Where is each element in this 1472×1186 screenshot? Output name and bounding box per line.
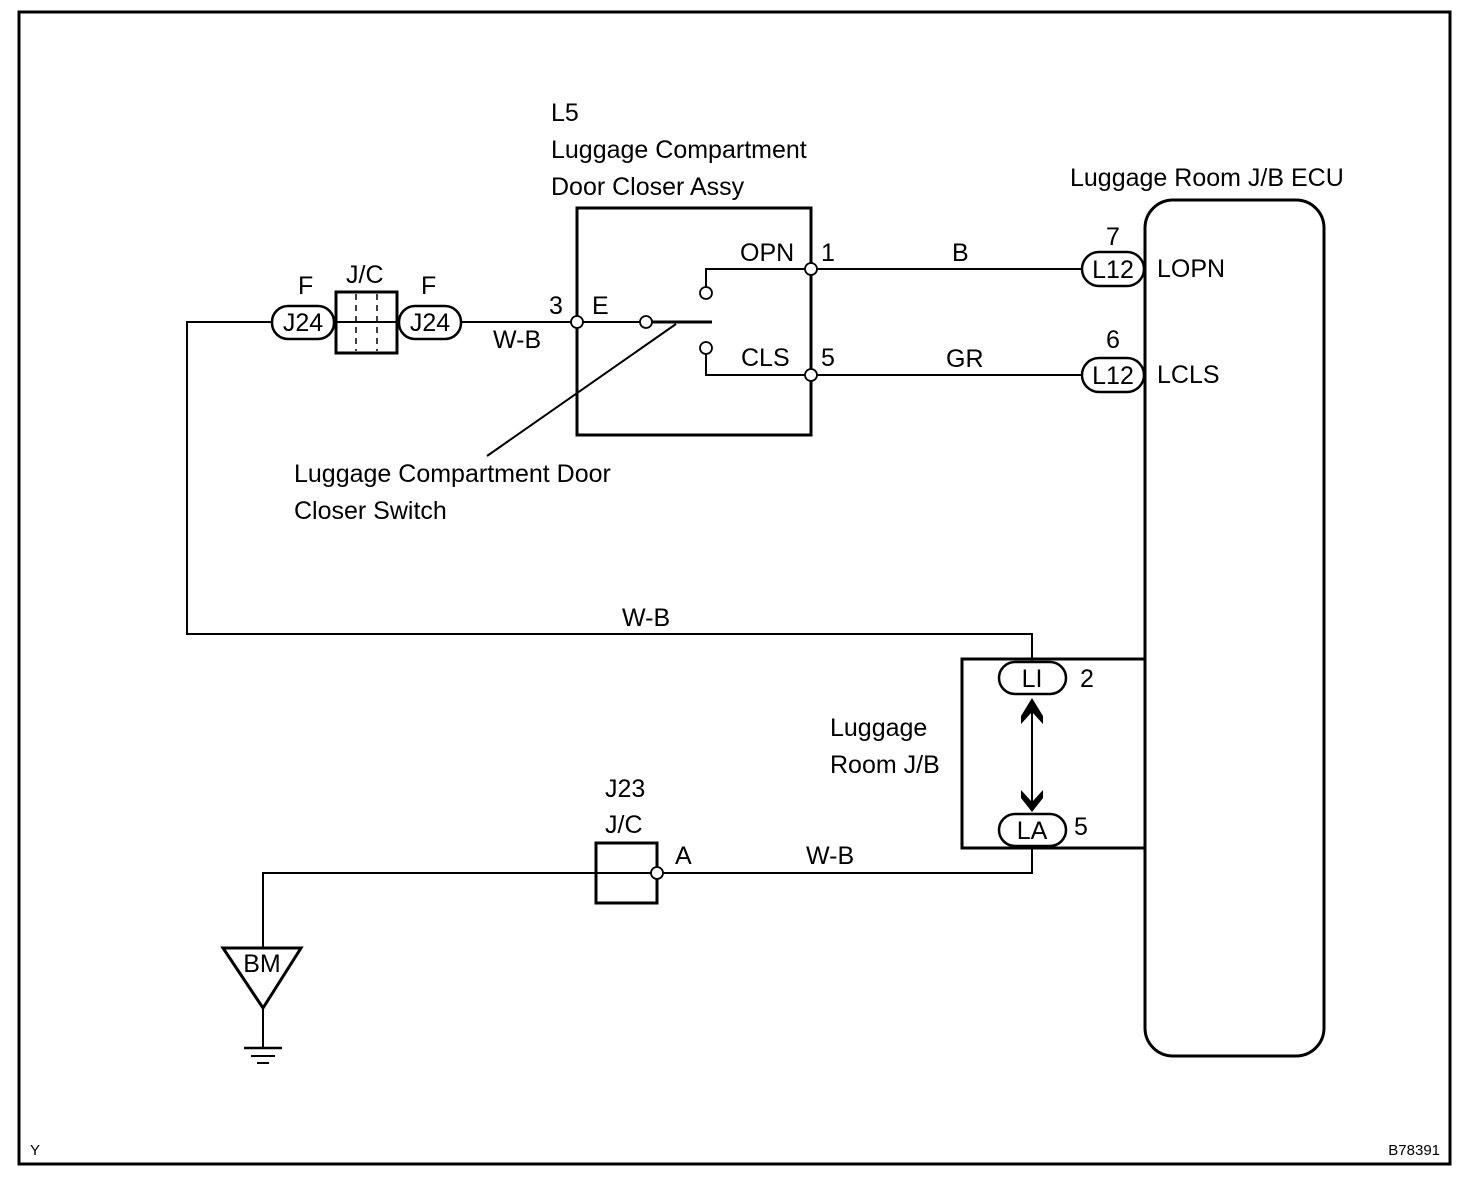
diagram-frame <box>17 10 1452 1166</box>
return-wire-path <box>186 321 1033 662</box>
jc-top-right-pin: F <box>421 272 436 300</box>
door-closer-assy: L5 Luggage Compartment Door Closer Assy … <box>549 99 835 437</box>
j24-left-label: J24 <box>283 309 323 337</box>
lcls-terminal-name: LCLS <box>1157 361 1220 389</box>
ground-wire-path <box>657 848 1033 874</box>
la-connector-label: LA <box>1017 817 1048 845</box>
switch-label-line1: Luggage Compartment Door <box>294 460 611 488</box>
j23-to-ground-wire <box>262 872 657 948</box>
jc-top-left-pin: F <box>298 272 313 300</box>
l12-lopn-connector <box>1080 250 1146 288</box>
la-pin-number: 5 <box>1074 813 1088 841</box>
switch-pivot-terminal <box>639 315 653 329</box>
return-wire-color: W-B <box>622 604 670 632</box>
pin-cls-terminal <box>804 368 818 382</box>
jc-bottom: J23 J/C A <box>594 775 692 905</box>
ground-point-triangle <box>220 946 304 1011</box>
ecu-name: Luggage Room J/B ECU <box>1070 164 1344 192</box>
j23-name: J/C <box>605 811 643 839</box>
ground-bm: BM <box>220 946 304 1064</box>
switch-opn-contact <box>699 286 713 300</box>
luggage-room-jb: Luggage Room J/B LI 2 LA 5 <box>830 657 1145 850</box>
switch-cls-contact <box>699 341 713 355</box>
j24-right-label: J24 <box>410 309 450 337</box>
la-connector <box>997 812 1068 848</box>
switch-leader-line <box>486 323 677 457</box>
l12-lopn-label: L12 <box>1092 256 1134 284</box>
pin-opn-number: 1 <box>821 239 835 267</box>
opn-internal-wire <box>705 268 811 292</box>
pin-e-name: E <box>592 292 609 320</box>
jb-box <box>960 657 1145 850</box>
la-arrow-icon <box>1021 790 1043 812</box>
pin-cls-number: 5 <box>821 344 835 372</box>
li-connector-label: LI <box>1022 665 1043 693</box>
opn-wire-color: B <box>952 239 969 267</box>
jb-name-line2: Room J/B <box>830 751 940 779</box>
pin-cls-name: CLS <box>741 344 790 372</box>
j24-left-connector <box>270 304 336 341</box>
li-arrow-icon <box>1021 698 1043 724</box>
pin-opn-name: OPN <box>740 239 794 267</box>
wires <box>186 268 1082 1048</box>
j24-right-connector <box>397 304 463 341</box>
j23-pin-terminal <box>650 866 664 880</box>
corner-label-left: Y <box>30 1142 40 1159</box>
e-wire-color: W-B <box>493 326 541 354</box>
pin-e-terminal <box>570 315 584 329</box>
jc-top-box <box>334 290 399 355</box>
l12-lcls-connector <box>1080 356 1146 394</box>
jb-name-line1: Luggage <box>830 714 927 742</box>
ground-point-label: BM <box>243 950 281 978</box>
j23-code: J23 <box>605 775 645 803</box>
lcls-pin-number: 6 <box>1106 326 1120 354</box>
ground-wire-color: W-B <box>806 842 854 870</box>
li-connector <box>997 660 1068 696</box>
door-closer-name-line2: Door Closer Assy <box>551 173 745 201</box>
door-closer-code: L5 <box>551 99 579 127</box>
pin-opn-terminal <box>804 262 818 276</box>
switch-label-line2: Closer Switch <box>294 497 447 525</box>
jc-top: J/C F F J24 J24 <box>270 261 463 355</box>
cls-wire-color: GR <box>946 345 984 373</box>
lopn-pin-number: 7 <box>1106 223 1120 251</box>
j23-pin-label: A <box>675 842 692 870</box>
cls-internal-wire <box>705 348 811 376</box>
l12-lcls-label: L12 <box>1092 362 1134 390</box>
door-closer-name-line1: Luggage Compartment <box>551 136 807 164</box>
diagram-code: B78391 <box>1388 1142 1440 1159</box>
jc-top-code: J/C <box>346 261 384 289</box>
ground-symbol-icon <box>244 1046 282 1064</box>
lopn-terminal-name: LOPN <box>1157 255 1225 283</box>
li-pin-number: 2 <box>1080 665 1094 693</box>
luggage-room-jb-ecu: Luggage Room J/B ECU 7 L12 LOPN 6 L12 LC… <box>1070 164 1344 1058</box>
ecu-box <box>1143 198 1326 1058</box>
pin-e-number: 3 <box>549 292 563 320</box>
